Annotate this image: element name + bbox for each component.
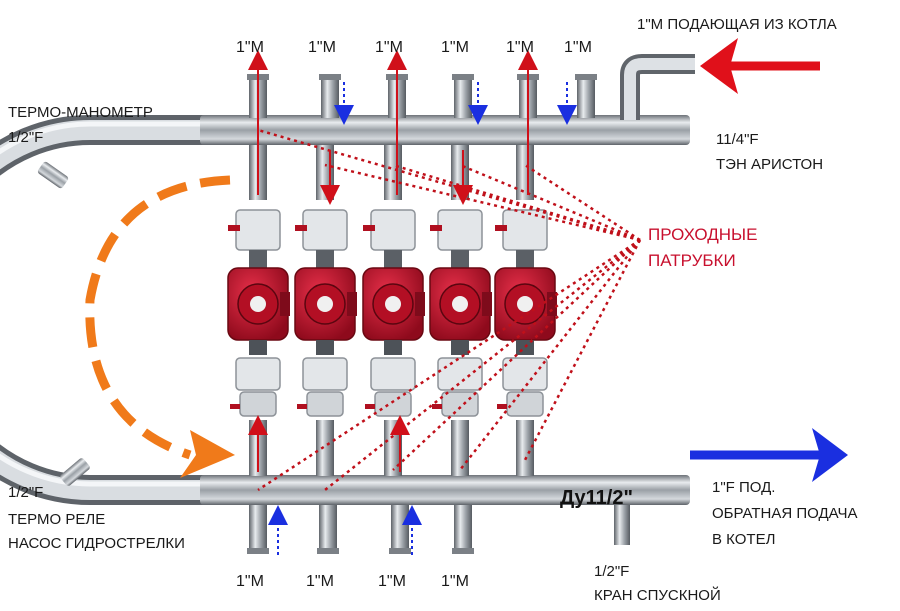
ball-valve: [437, 209, 483, 251]
heater-name-label: ТЭН АРИСТОН: [716, 156, 824, 173]
top-outlet-stub: [321, 78, 339, 118]
pass-through-pointer: [257, 128, 641, 242]
check-valve: [370, 357, 416, 391]
bottom-outlet-label: 1"М: [236, 573, 264, 590]
pump-column: [294, 145, 357, 476]
heater-size-label: 11/4"F: [716, 131, 759, 148]
top-header-pipe: [200, 115, 690, 145]
check-valve: [235, 357, 281, 391]
drain-stub: [614, 505, 630, 545]
return-label-2: ОБРАТНАЯ ПОДАЧА: [712, 505, 858, 522]
check-valve: [302, 357, 348, 391]
pass-through-pointer: [392, 163, 641, 242]
thermo-manometer-label: ТЕРМО-МАНОМЕТР: [8, 104, 153, 121]
ball-valve: [502, 209, 548, 251]
pass-through-label-2: ПАТРУБКИ: [648, 251, 736, 270]
thermo-relay-size: 1/2"F: [8, 484, 44, 501]
ball-valve: [370, 209, 416, 251]
bottom-outlet-label: 1"М: [306, 573, 334, 590]
pump-column: [494, 145, 557, 476]
pass-through-pointer: [524, 163, 641, 242]
supply-inlet-elbow: [620, 54, 695, 120]
top-outlet-stub: [454, 78, 472, 118]
ball-valve: [235, 209, 281, 251]
check-valve: [437, 357, 483, 391]
supply-from-boiler-label: 1"М ПОДАЮЩАЯ ИЗ КОТЛА: [637, 16, 837, 33]
top-outlet-label: 1"М: [441, 39, 469, 56]
flow-direction-arrow: [85, 175, 235, 478]
pass-through-label-1: ПРОХОДНЫЕ: [648, 225, 758, 244]
return-label-1: 1"F ПОД.: [712, 479, 776, 496]
bottom-outlet-stub: [319, 505, 337, 550]
bottom-header-pipe: [200, 475, 690, 505]
pass-through-pointer: [459, 163, 641, 242]
bottom-outlet-label: 1"М: [441, 573, 469, 590]
top-outlet-stub: [577, 78, 595, 118]
top-outlet-label: 1"М: [375, 39, 403, 56]
check-valve: [502, 357, 548, 391]
bottom-outlet-stub: [454, 505, 472, 550]
top-outlet-label: 1"М: [506, 39, 534, 56]
thermo-manometer-size: 1/2"F: [8, 129, 44, 146]
pass-through-pointer: [392, 239, 641, 471]
pass-through-pointer: [257, 238, 641, 492]
return-label-3: В КОТЕЛ: [712, 531, 776, 548]
bottom-outlet-stub: [249, 505, 267, 550]
pump-hydro-label: НАСОС ГИДРОСТРЕЛКИ: [8, 535, 185, 552]
thermo-manometer-stub: [37, 161, 69, 189]
pump-column: [429, 145, 492, 476]
ball-valve: [302, 209, 348, 251]
bottom-outlet-stub: [391, 505, 409, 550]
top-outlet-label: 1"М: [308, 39, 336, 56]
thermo-relay-stub: [60, 458, 90, 486]
du-size-label: Ду11/2": [560, 487, 633, 509]
top-outlet-label: 1"М: [564, 39, 592, 56]
drain-size-label: 1/2"F: [594, 563, 630, 580]
return-arrow: [690, 428, 848, 482]
pump-column: [362, 145, 425, 476]
pass-through-pointer: [324, 163, 641, 242]
supply-arrow: [700, 38, 820, 94]
drain-valve-label: КРАН СПУСКНОЙ: [594, 587, 721, 604]
bottom-outlet-label: 1"М: [378, 573, 406, 590]
pump-column: [227, 145, 290, 476]
top-outlet-label: 1"М: [236, 39, 264, 56]
thermo-relay-label: ТЕРМО РЕЛЕ: [8, 511, 106, 528]
